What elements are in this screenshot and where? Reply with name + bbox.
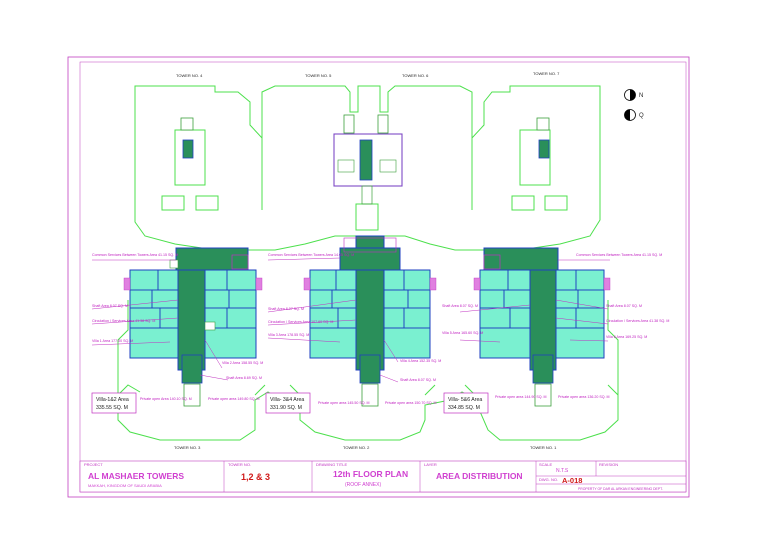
drawing-title: 12th FLOOR PLAN <box>333 469 408 479</box>
scale-label: SCALE <box>539 462 552 467</box>
middle-box-line1: Villa- 3&4 Area <box>270 397 304 403</box>
tower-4-label: TOWER NO. 4 <box>176 73 203 78</box>
edge-markers <box>123 277 611 291</box>
middle-private1-label: Private open area 145.50 SQ. M <box>318 401 370 405</box>
right-common-services-label: Common Services Between Towers Area 41.1… <box>576 253 662 257</box>
middle-box-line2: 331.90 SQ. M <box>270 405 302 411</box>
villa-cluster-3-4 <box>309 235 431 407</box>
left-shaft2-label: Shaft Area 8.69 SQ. M <box>226 376 262 380</box>
left-villa1-label: Villa 1 Area 177.00 SQ. M <box>92 339 133 343</box>
left-circulation-label: Circulation / Services Area 41.38 SQ. M <box>92 319 155 323</box>
right-villa-area-box: Villa- 5&6 Area 334.85 SQ. M <box>443 392 489 414</box>
left-private1-label: Private open Area 140.10 SQ. M <box>140 397 192 401</box>
right-shaft2-label: Shaft Area 8.07 SQ. M <box>442 304 478 308</box>
layer-value: AREA DISTRIBUTION <box>436 471 523 481</box>
left-private2-label: Private open area 149.80 SQ. M <box>208 397 260 401</box>
right-box-line1: Villa- 5&6 Area <box>448 397 482 403</box>
qibla-arrow: Q <box>624 109 644 121</box>
north-label: N <box>639 93 643 99</box>
project-location: MAKKAH, KINGDOM OF SAUDI ARABIA <box>88 483 162 488</box>
drawing-subtitle: (ROOF ANNEX) <box>345 482 381 488</box>
tower-1-label: TOWER NO. 1 <box>530 445 557 450</box>
right-box-line2: 334.85 SQ. M <box>448 405 480 411</box>
scale-value: N.T.S <box>556 468 569 474</box>
right-shaft-label: Shaft Area 8.07 SQ. M <box>606 304 642 308</box>
tower-3-label: TOWER NO. 3 <box>174 445 201 450</box>
villa-cluster-5-6 <box>479 247 605 407</box>
tower-7-label: TOWER NO. 7 <box>533 71 560 76</box>
tower-6-label: TOWER NO. 6 <box>402 73 429 78</box>
left-box-line1: Villa-1&2 Area <box>96 397 129 403</box>
tower-no-label: TOWER NO. <box>228 462 251 467</box>
dwg-no-label: DWG. NO. <box>539 477 558 482</box>
right-villa5-label: Villa 5 Area 165.60 SQ. M <box>442 331 483 335</box>
middle-circulation-label: Circulation / Services Area 107.60 SQ. M <box>268 320 333 324</box>
lower-towers-outline <box>117 300 619 441</box>
tower-5-6-core <box>333 133 403 205</box>
left-shaft-label: Shaft Area 8.07 SQ. M <box>92 304 128 308</box>
middle-shaft2-label: Shaft Area 8.07 SQ. M <box>400 378 436 382</box>
qibla-label: Q <box>639 113 644 119</box>
left-box-line2: 335.55 SQ. M <box>96 405 128 411</box>
tower-5-label: TOWER NO. 5 <box>305 73 332 78</box>
middle-villa-area-box: Villa- 3&4 Area 331.90 SQ. M <box>265 392 311 414</box>
revision-label: REVISION <box>599 462 618 467</box>
middle-villa3-label: Villa 3 Area 178.55 SQ. M <box>268 333 309 337</box>
drawing-title-label: DRAWING TITLE <box>316 462 347 467</box>
villa-cluster-1-2 <box>129 247 257 407</box>
right-villa6-label: Villa 6 Area 169.25 SQ. M <box>606 335 647 339</box>
north-arrow: N <box>624 89 643 101</box>
middle-common-services-label: Common Services Between Towers Area 14.0… <box>268 253 354 257</box>
right-circulation-label: Circulation / Services Area 41.38 SQ. M <box>606 319 669 323</box>
left-villa-area-box: Villa-1&2 Area 335.55 SQ. M <box>91 392 137 414</box>
upper-shafts <box>180 114 550 159</box>
right-private2-label: Private open area 136.20 SQ. M <box>558 395 610 399</box>
tower-no-value: 1,2 & 3 <box>241 472 270 482</box>
middle-villa4-label: Villa 4 Area 152.35 SQ. M <box>400 359 441 363</box>
dwg-no-value: A-018 <box>562 476 582 485</box>
leader-lines <box>91 257 610 383</box>
middle-shaft-label: Shaft Area 8.07 SQ. M <box>268 307 304 311</box>
tower-2-label: TOWER NO. 2 <box>343 445 370 450</box>
sheet-border <box>67 56 690 498</box>
project-label: PROJECT <box>84 462 103 467</box>
left-common-services-label: Common Services Between Towers Area 41.1… <box>92 253 178 257</box>
middle-private2-label: Private open area 150.70 SQ. M <box>385 401 437 405</box>
right-private1-label: Private open area 144.90 SQ. M <box>495 395 547 399</box>
left-villa2-label: Villa 2 Area 158.55 SQ. M <box>222 361 263 365</box>
project-name: AL MASHAER TOWERS <box>88 471 184 481</box>
layer-label: LAYER <box>424 462 437 467</box>
upper-towers-outline <box>134 85 601 251</box>
title-block: PROJECT AL MASHAER TOWERS MAKKAH, KINGDO… <box>79 460 687 493</box>
footer-property: PROPERTY OF DAR AL ARKAN ENGINEERING DEP… <box>578 487 663 491</box>
